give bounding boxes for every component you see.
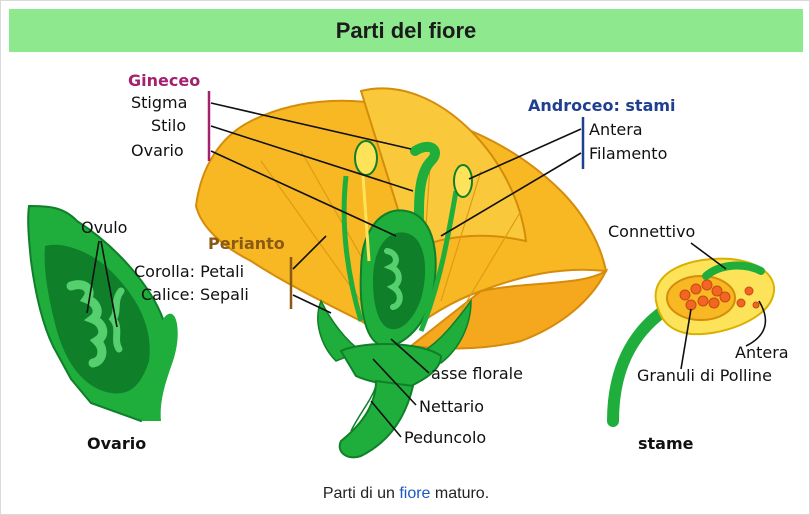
label-ovario-bottom: Ovario — [87, 434, 146, 453]
caption-text-start: Parti di un — [323, 485, 399, 502]
flower-illustration — [196, 88, 606, 457]
stamen-illustration — [613, 259, 774, 421]
label-corolla: Corolla: Petali — [134, 262, 244, 281]
label-stilo: Stilo — [151, 116, 186, 135]
ovary-section-illustration — [28, 206, 178, 421]
label-antera-stame: Antera — [735, 343, 789, 362]
label-connettivo: Connettivo — [608, 222, 695, 241]
label-granuli: Granuli di Polline — [637, 366, 772, 385]
label-ovulo: Ovulo — [81, 218, 127, 237]
label-asse-florale: asse florale — [431, 364, 523, 383]
label-peduncolo: Peduncolo — [404, 428, 486, 447]
figure-caption: Parti di un fiore maturo. — [1, 485, 810, 503]
label-stigma: Stigma — [131, 93, 187, 112]
caption-text-end: maturo. — [430, 485, 489, 502]
label-filamento: Filamento — [589, 144, 667, 163]
title-bar: Parti del fiore — [9, 9, 803, 52]
label-gineceo: Gineceo — [128, 71, 200, 90]
label-perianto: Perianto — [208, 234, 285, 253]
caption-link-fiore[interactable]: fiore — [399, 485, 430, 502]
label-antera: Antera — [589, 120, 643, 139]
label-nettario: Nettario — [419, 397, 484, 416]
label-calice: Calice: Sepali — [141, 285, 249, 304]
label-androceo: Androceo: stami — [528, 96, 676, 115]
label-ovario: Ovario — [131, 141, 184, 160]
figure-title: Parti del fiore — [336, 18, 477, 44]
label-stame-bottom: stame — [638, 434, 694, 453]
flower-diagram: Ovulo Ovario Gin — [1, 53, 810, 483]
